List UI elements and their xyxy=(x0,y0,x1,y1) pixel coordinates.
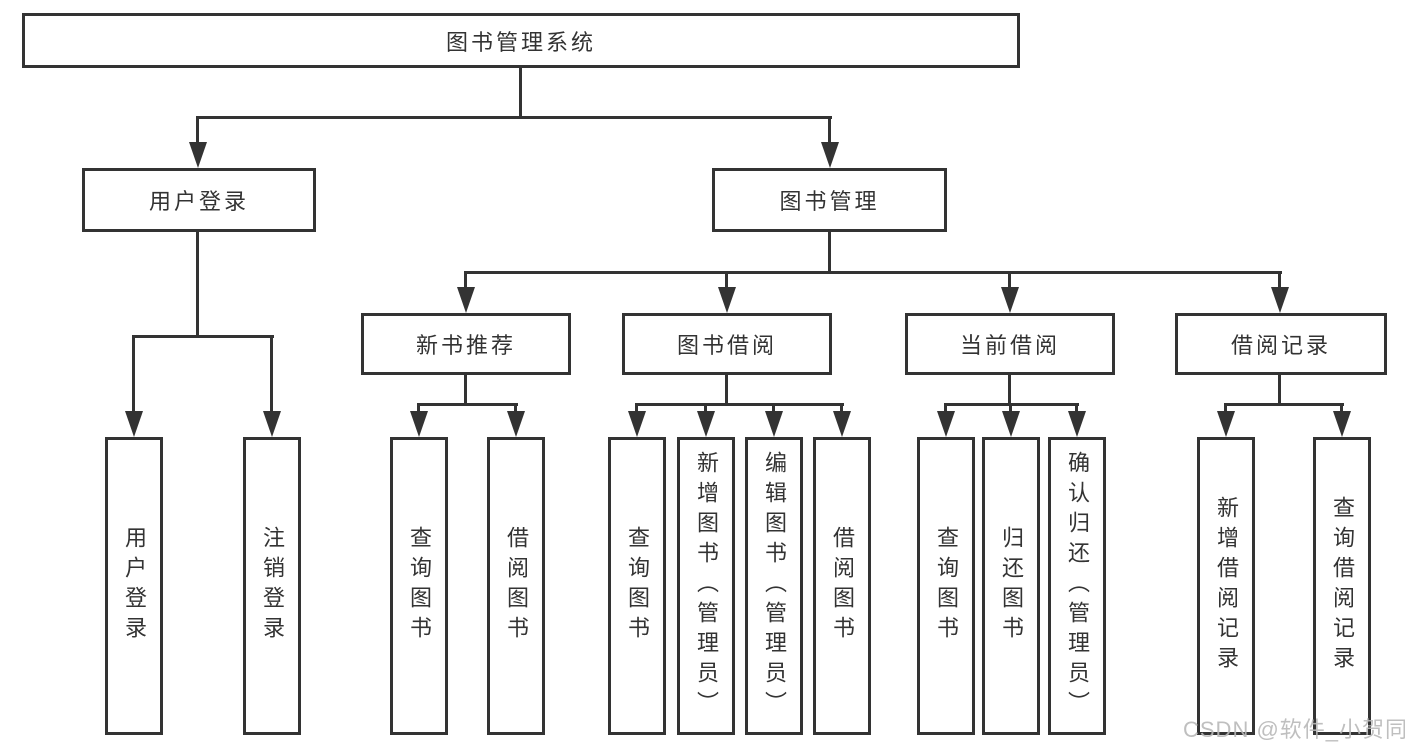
leaf-label: 新增借阅记录 xyxy=(1214,496,1239,676)
connector-line xyxy=(1278,375,1281,406)
leaf-label: 查询图书 xyxy=(625,526,650,646)
connector-line xyxy=(1009,403,1012,413)
node-logout-leaf: 注销登录 xyxy=(243,437,301,735)
leaf-label: 编辑图书（管理员） xyxy=(762,451,787,721)
connector-line xyxy=(725,375,728,406)
node-add-borrow-record-leaf: 新增借阅记录 xyxy=(1197,437,1255,735)
connector-line xyxy=(772,403,775,413)
arrow-down-icon xyxy=(628,411,646,437)
leaf-label: 查询图书 xyxy=(407,526,432,646)
node-book-management: 图书管理 xyxy=(712,168,947,232)
connector-line xyxy=(418,403,518,406)
connector-line xyxy=(1224,403,1227,413)
node-user-login-leaf: 用户登录 xyxy=(105,437,163,735)
node-search-books-leaf: 查询图书 xyxy=(390,437,448,735)
node-current-borrowing: 当前借阅 xyxy=(905,313,1115,375)
leaf-label: 新增图书（管理员） xyxy=(694,451,719,721)
arrow-down-icon xyxy=(1271,287,1289,313)
connector-line xyxy=(1075,403,1078,413)
connector-line xyxy=(1008,271,1011,289)
node-search-borrow-record-leaf: 查询借阅记录 xyxy=(1313,437,1371,735)
arrow-down-icon xyxy=(1333,411,1351,437)
arrow-down-icon xyxy=(1002,411,1020,437)
node-search-books-leaf: 查询图书 xyxy=(917,437,975,735)
connector-line xyxy=(725,271,728,289)
connector-line xyxy=(1340,403,1343,413)
leaf-label: 借阅图书 xyxy=(830,526,855,646)
node-book-borrowing: 图书借阅 xyxy=(622,313,832,375)
arrow-down-icon xyxy=(1217,411,1235,437)
node-borrow-books-leaf: 借阅图书 xyxy=(487,437,545,735)
arrow-down-icon xyxy=(718,287,736,313)
arrow-down-icon xyxy=(263,411,281,437)
connector-line xyxy=(465,271,1282,274)
node-return-books-leaf: 归还图书 xyxy=(982,437,1040,735)
leaf-label: 确认归还（管理员） xyxy=(1065,451,1090,721)
connector-line xyxy=(464,271,467,289)
connector-line xyxy=(828,232,831,274)
connector-line xyxy=(417,403,420,413)
connector-line xyxy=(1224,403,1344,406)
connector-line xyxy=(197,116,832,119)
arrow-down-icon xyxy=(410,411,428,437)
arrow-down-icon xyxy=(833,411,851,437)
node-library-management-system: 图书管理系统 xyxy=(22,13,1020,68)
connector-line xyxy=(704,403,707,413)
node-edit-books-admin-leaf: 编辑图书（管理员） xyxy=(745,437,803,735)
node-borrowing-records: 借阅记录 xyxy=(1175,313,1387,375)
arrow-down-icon xyxy=(125,411,143,437)
leaf-label: 查询图书 xyxy=(934,526,959,646)
connector-line xyxy=(133,335,274,338)
connector-line xyxy=(132,335,135,413)
arrow-down-icon xyxy=(457,287,475,313)
leaf-label: 查询借阅记录 xyxy=(1330,496,1355,676)
arrow-down-icon xyxy=(821,142,839,168)
leaf-label: 借阅图书 xyxy=(504,526,529,646)
node-confirm-return-admin-leaf: 确认归还（管理员） xyxy=(1048,437,1106,735)
node-add-books-admin-leaf: 新增图书（管理员） xyxy=(677,437,735,735)
connector-line xyxy=(944,403,947,413)
leaf-label: 归还图书 xyxy=(999,526,1024,646)
arrow-down-icon xyxy=(765,411,783,437)
watermark-text: CSDN @软件_小贺同学 xyxy=(1183,717,1405,742)
arrow-down-icon xyxy=(697,411,715,437)
arrow-down-icon xyxy=(507,411,525,437)
connector-line xyxy=(635,403,638,413)
connector-line xyxy=(514,403,517,413)
leaf-label: 用户登录 xyxy=(122,526,147,646)
connector-line xyxy=(464,375,467,406)
connector-line xyxy=(1008,375,1011,406)
connector-line xyxy=(519,68,522,118)
connector-line xyxy=(270,335,273,413)
arrow-down-icon xyxy=(1068,411,1086,437)
connector-line xyxy=(1278,271,1281,289)
arrow-down-icon xyxy=(189,142,207,168)
node-new-book-recommendation: 新书推荐 xyxy=(361,313,571,375)
connector-line xyxy=(828,116,831,144)
arrow-down-icon xyxy=(937,411,955,437)
connector-line xyxy=(196,116,199,144)
connector-line xyxy=(636,403,844,406)
node-borrow-books-leaf: 借阅图书 xyxy=(813,437,871,735)
node-search-books-leaf: 查询图书 xyxy=(608,437,666,735)
node-user-login: 用户登录 xyxy=(82,168,316,232)
leaf-label: 注销登录 xyxy=(260,526,285,646)
arrow-down-icon xyxy=(1001,287,1019,313)
connector-line xyxy=(840,403,843,413)
connector-line xyxy=(196,232,199,338)
